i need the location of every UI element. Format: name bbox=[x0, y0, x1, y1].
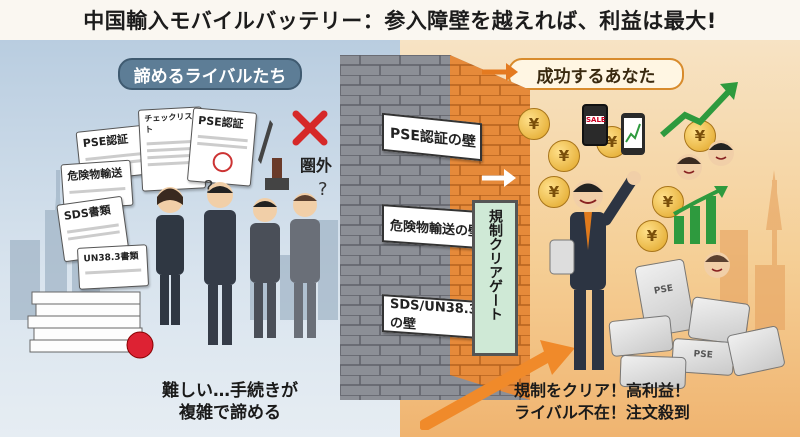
red-cross-icon bbox=[292, 110, 328, 146]
rivals-caption: 難しい…手続きが 複雑で諦める bbox=[162, 381, 298, 423]
smartphone-chart-icon bbox=[621, 113, 645, 155]
seal-stamp-icon bbox=[212, 152, 233, 173]
page-title: 中国輸入モバイルバッテリー：参入障壁を越えれば、利益は最大! bbox=[0, 0, 800, 40]
pen-icon bbox=[258, 120, 273, 164]
paper-stack bbox=[27, 291, 154, 359]
customer-face-icon bbox=[708, 140, 734, 166]
out-of-range-stamp: 圏外 bbox=[300, 156, 333, 175]
success-label: 成功するあなた bbox=[508, 58, 684, 90]
smartphone-sale-icon: SALE bbox=[582, 104, 608, 146]
yen-coin-icon: ¥ bbox=[518, 108, 550, 140]
growth-chart-icon bbox=[660, 82, 738, 138]
svg-text:?: ? bbox=[204, 177, 214, 198]
rising-arrow-icon bbox=[420, 340, 575, 430]
bar-chart-icon bbox=[673, 186, 728, 244]
yen-coin-icon: ¥ bbox=[538, 176, 570, 208]
rival-people-group: ? ? bbox=[156, 177, 328, 345]
customer-face-icon bbox=[704, 252, 730, 278]
power-bank-icon bbox=[608, 314, 674, 358]
pse-cert-clipboard: PSE認証 bbox=[186, 107, 258, 187]
yen-coin-icon: ¥ bbox=[636, 220, 668, 252]
arrow-mid-icon bbox=[482, 169, 516, 187]
regulation-clear-gate: 規制クリアゲート bbox=[472, 200, 518, 356]
success-businessman bbox=[549, 171, 641, 370]
yen-coin-icon: ¥ bbox=[548, 140, 580, 172]
arrow-top-icon bbox=[482, 63, 518, 81]
success-caption: 規制をクリア！高利益！ ライバル不在！注文殺到 bbox=[513, 381, 690, 422]
customer-face-icon bbox=[676, 154, 702, 180]
rivals-label: 諦めるライバルたち bbox=[118, 58, 302, 90]
gate-label: 規制クリアゲート bbox=[487, 209, 503, 321]
rubber-stamp-icon bbox=[265, 158, 289, 190]
svg-text:?: ? bbox=[318, 179, 328, 200]
